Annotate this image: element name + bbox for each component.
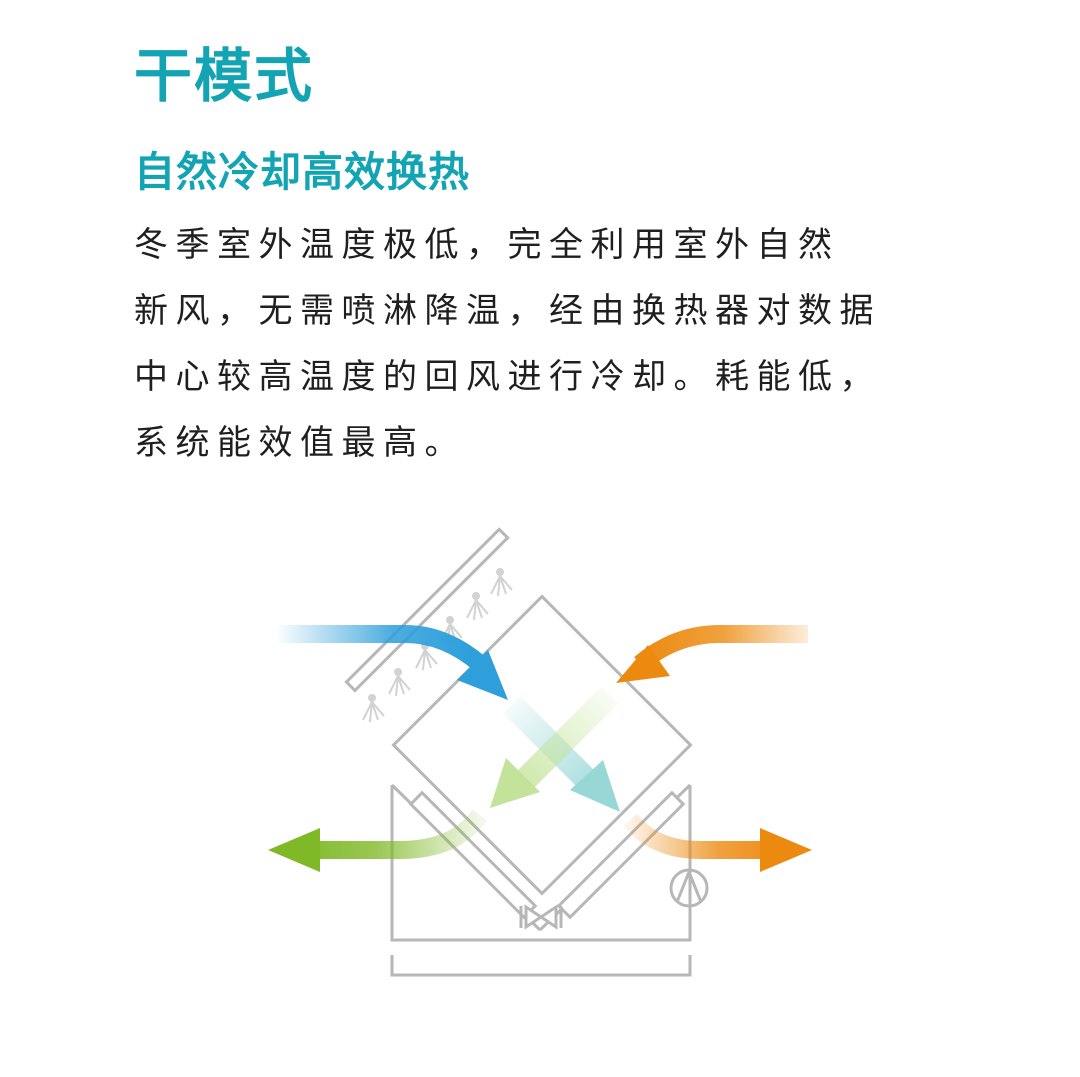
exhaust-air-inner-arrow bbox=[490, 686, 619, 808]
supply-air-outlet-arrow bbox=[623, 813, 812, 872]
filter-bars bbox=[408, 790, 686, 920]
fan-icon bbox=[669, 867, 709, 908]
spray-header bbox=[344, 527, 510, 693]
description-line-3: 中心较高温度的回风进行冷却。耗能低， bbox=[134, 357, 881, 397]
description-line-1: 冬季室外温度极低，完全利用室外自然 bbox=[134, 225, 840, 265]
housing-outline bbox=[390, 785, 692, 942]
spray-nozzle-icon bbox=[362, 568, 513, 723]
valve-icon bbox=[519, 904, 563, 930]
right-filter bbox=[556, 790, 686, 920]
return-air-inlet-arrow bbox=[616, 625, 808, 683]
supply-air-inner-arrow bbox=[503, 696, 620, 812]
mode-subtitle: 自然冷却高效换热 bbox=[134, 148, 470, 196]
exhaust-air-outlet-arrow bbox=[268, 809, 488, 872]
description-line-4: 系统能效值最高。 bbox=[134, 423, 466, 463]
mode-description: 冬季室外温度极低，完全利用室外自然 新风，无需喷淋降温，经由换热器对数据 中心较… bbox=[134, 212, 944, 476]
base-bracket bbox=[390, 955, 692, 977]
page-title: 干模式 bbox=[134, 42, 315, 110]
description-line-2: 新风，无需喷淋降温，经由换热器对数据 bbox=[134, 291, 881, 331]
fresh-air-inlet-arrow bbox=[275, 625, 508, 700]
